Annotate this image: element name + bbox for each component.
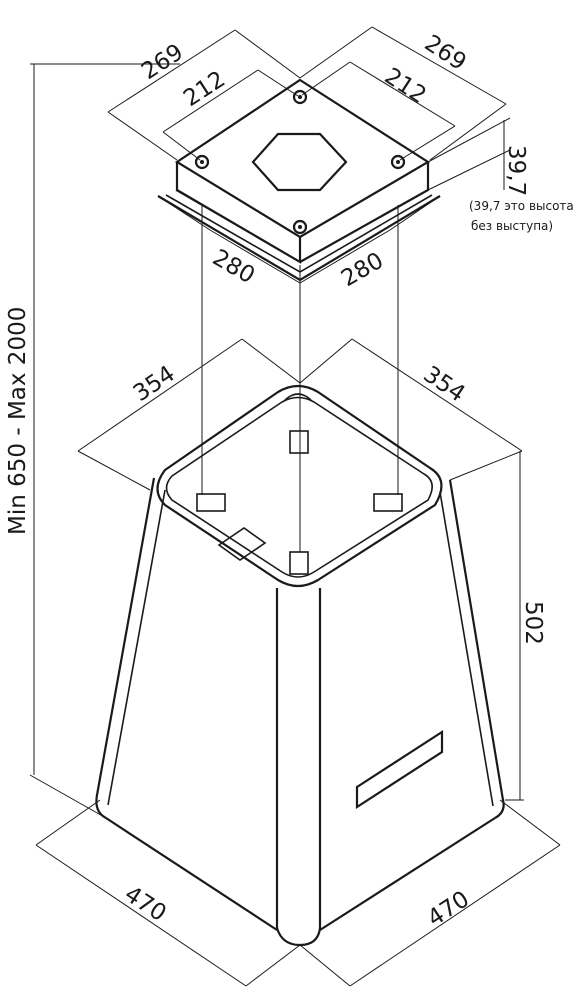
hood-right-edge xyxy=(448,479,505,819)
plate-height-note-line1: (39,7 это высота xyxy=(469,199,574,213)
hood-top-rim xyxy=(156,384,443,588)
hood-top-rim-inner xyxy=(165,396,433,578)
dim-hood-height: 502 xyxy=(520,601,546,645)
hood-front-edge-left xyxy=(275,588,301,947)
hood-left-edge xyxy=(95,477,156,819)
dim-base-right: 470 xyxy=(423,886,474,932)
lug-left xyxy=(196,493,226,512)
lug-right xyxy=(373,493,403,512)
plate-hole-back xyxy=(292,89,308,105)
dim-plate-height: 39,7 xyxy=(503,145,529,196)
hood-front-edge-right xyxy=(299,588,322,947)
hood-bottom-left xyxy=(105,817,278,931)
dim-hole-spacing-right: 212 xyxy=(380,63,431,109)
hood-top-opening xyxy=(217,527,267,561)
mounting-lugs xyxy=(196,430,403,575)
dimension-lines xyxy=(29,26,561,987)
dim-hood-top-right: 354 xyxy=(419,361,470,407)
hood-body xyxy=(95,384,505,947)
lug-back xyxy=(289,430,309,454)
control-panel-slot xyxy=(355,729,444,810)
plate-hole-front xyxy=(292,219,308,235)
plate-side-left xyxy=(175,162,302,264)
plate-hex-opening xyxy=(251,132,348,192)
hood-left-edge-inner xyxy=(107,489,166,806)
lug-front xyxy=(289,551,309,575)
dim-base-left: 470 xyxy=(120,881,171,927)
hood-bottom-right xyxy=(319,817,496,931)
plate-hole-left xyxy=(194,154,210,170)
plate-height-note-line2: без выступа) xyxy=(471,219,553,233)
dim-top-plate-left: 269 xyxy=(137,39,188,85)
dimension-labels: 269 212 269 212 39,7 (39,7 это высота бе… xyxy=(5,30,574,932)
plate-side-right xyxy=(299,162,430,263)
dim-overall-height: Min 650 - Max 2000 xyxy=(5,307,31,535)
dim-hood-top-left: 354 xyxy=(129,361,180,407)
plate-hole-right xyxy=(390,154,406,170)
hood-back-corner xyxy=(284,393,312,401)
hood-right-edge-inner xyxy=(439,491,494,807)
alignment-lines xyxy=(201,205,399,552)
